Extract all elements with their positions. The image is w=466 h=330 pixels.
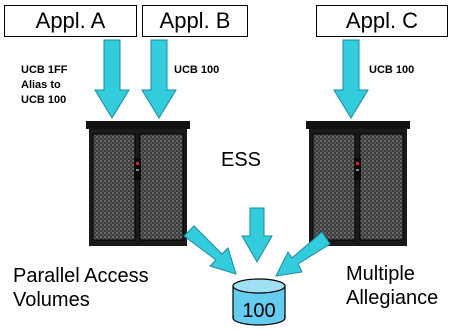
- arrow-appl-a: [94, 39, 130, 119]
- ess-cabinet-right: [306, 121, 410, 246]
- ma-label: Multiple Allegiance: [346, 262, 438, 310]
- volume-label: 100: [242, 300, 276, 322]
- ess-cabinet-left: [86, 121, 190, 246]
- ma-line2: Allegiance: [346, 287, 439, 309]
- arrow-right-volume: [275, 231, 331, 277]
- app-box-b: Appl. B: [142, 5, 248, 37]
- pav-label: Parallel Access Volumes: [13, 264, 149, 312]
- arrow-center-volume: [241, 207, 273, 264]
- app-box-a-label: Appl. A: [35, 8, 106, 33]
- volume-cylinder: [232, 278, 286, 326]
- ucb-alias-line1: UCB 1FF: [21, 64, 68, 76]
- ucb-b-label: UCB 100: [174, 64, 220, 76]
- app-box-c-label: Appl. C: [345, 8, 419, 33]
- app-box-b-label: Appl. B: [159, 8, 231, 33]
- app-box-c: Appl. C: [316, 5, 448, 37]
- arrow-left-volume: [183, 225, 237, 275]
- arrow-appl-c: [333, 39, 369, 119]
- ucb-alias-label: UCB 1FF Alias to UCB 100: [21, 63, 67, 108]
- ess-label: ESS: [221, 149, 262, 171]
- ucb-alias-line3: UCB 100: [21, 94, 67, 106]
- ucb-alias-line2: Alias to: [21, 79, 61, 91]
- arrow-appl-b: [141, 39, 177, 119]
- ucb-c-label: UCB 100: [369, 64, 415, 76]
- pav-line1: Parallel Access: [13, 265, 149, 287]
- pav-line2: Volumes: [13, 289, 90, 311]
- app-box-a: Appl. A: [4, 5, 137, 37]
- ma-line1: Multiple: [346, 263, 415, 285]
